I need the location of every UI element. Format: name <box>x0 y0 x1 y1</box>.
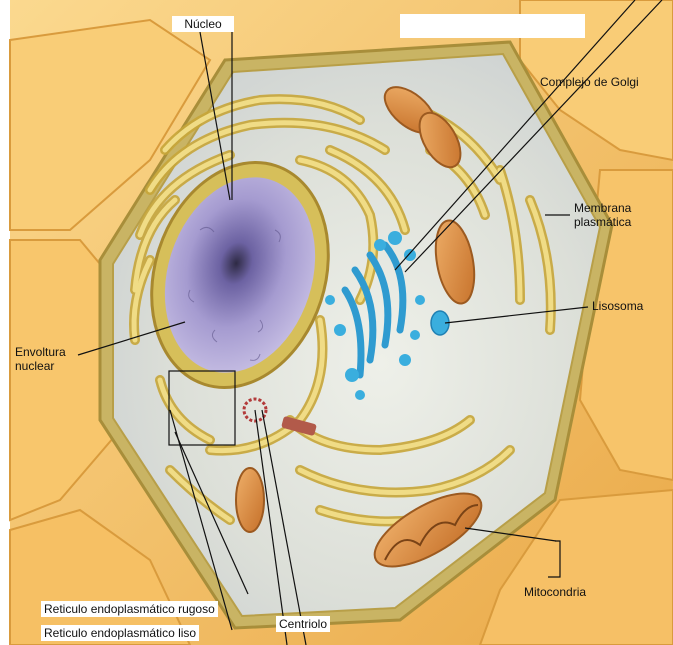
label-membrana: Membrana plasmática <box>574 201 631 229</box>
label-rel: Reticulo endoplasmático liso <box>41 625 199 641</box>
label-envoltura: Envoltura nuclear <box>15 345 66 373</box>
label-golgi: Complejo de Golgi <box>540 75 639 89</box>
label-centriolo: Centriolo <box>276 616 330 632</box>
label-lisosoma: Lisosoma <box>592 299 643 313</box>
label-nucleo: Núcleo <box>172 16 234 32</box>
label-rer: Reticulo endoplasmático rugoso <box>41 601 218 617</box>
label-mitocondria: Mitocondria <box>524 585 586 599</box>
